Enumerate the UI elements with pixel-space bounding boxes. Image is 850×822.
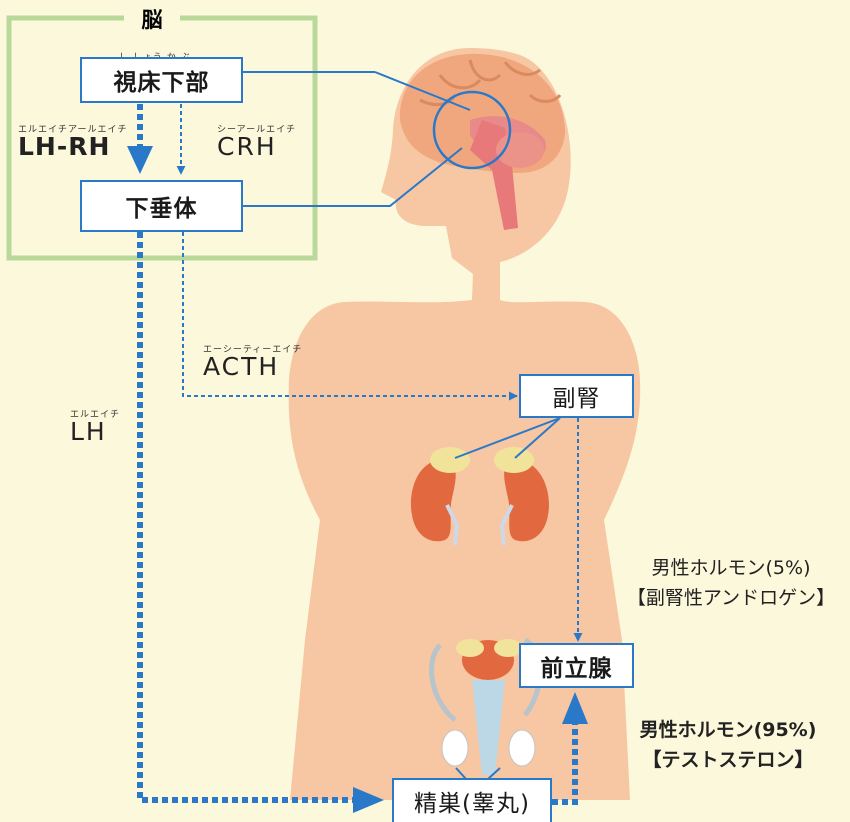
pituitary-node: 下垂体 [80,180,243,232]
adrenal-androgen-line1: 男性ホルモン(5%) [612,553,850,583]
testosterone-note: 男性ホルモン(95%) 【テストステロン】 [610,715,846,775]
lh-rh-label: LH-RH [18,134,110,159]
testis-node: 精巣(睾丸) [392,778,552,822]
adrenal-node: 副腎 [519,374,634,418]
testosterone-line1: 男性ホルモン(95%) [610,715,846,745]
hypothalamus-node: 視床下部 [80,57,243,103]
lh-label: LH [70,419,107,444]
acth-label: ACTH [203,354,279,379]
prostate-node: 前立腺 [519,643,634,688]
crh-label: CRH [217,134,277,159]
adrenal-androgen-note: 男性ホルモン(5%) 【副腎性アンドロゲン】 [612,553,850,613]
testosterone-line2: 【テストステロン】 [610,745,846,775]
brain-label: 脳 [124,4,180,34]
adrenal-androgen-line2: 【副腎性アンドロゲン】 [612,583,850,613]
lh-rh-arrowhead [127,146,153,174]
